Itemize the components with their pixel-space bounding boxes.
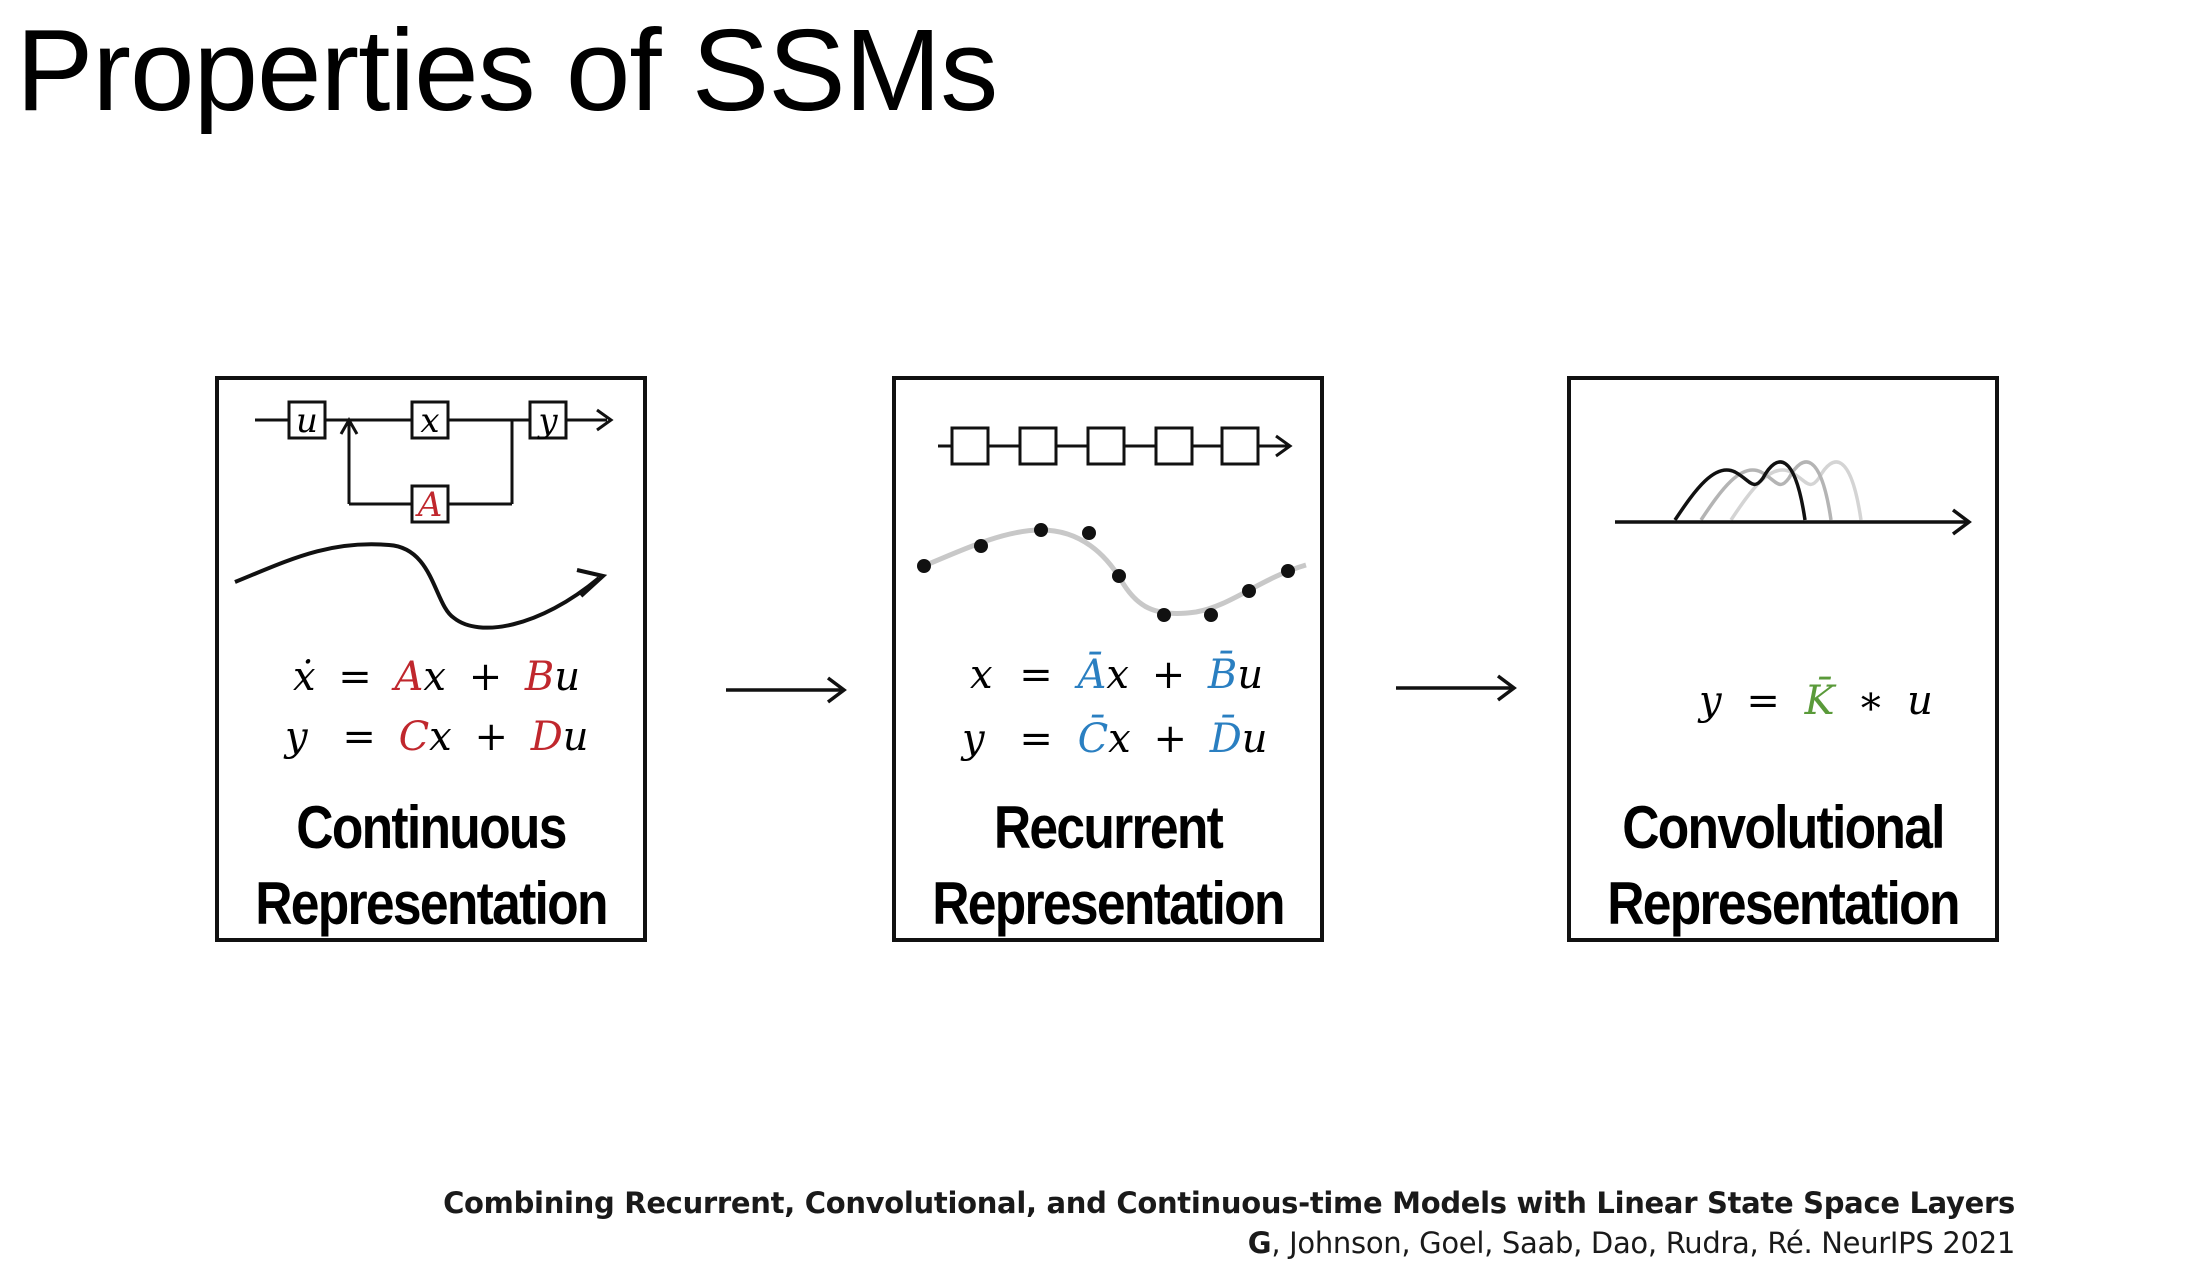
block-y-label: y <box>536 401 558 441</box>
eq2: y = C̄x + D̄u <box>960 715 1268 762</box>
citation-author-list: , Johnson, Goel, Saab, Dao, Rudra, Ré. N… <box>1271 1226 2015 1260</box>
conv-equation: y = K̄ ∗ u <box>1697 677 1933 724</box>
eq2: y = Cx + Du <box>283 714 589 760</box>
right-arrow-icon <box>1396 674 1517 702</box>
convolutional-label: Convolutional Representation <box>1607 794 1960 937</box>
signal-arrowhead <box>576 568 608 598</box>
block-labels: u x y A <box>296 401 558 525</box>
continuous-signal-curve <box>234 542 601 630</box>
kernel-shift-1 <box>1673 460 1807 521</box>
eq1: ẋ = Ax + Bu <box>293 654 580 700</box>
recurrent-panel: x = Āx + B̄u y = C̄x + D̄u Recurrent Rep… <box>892 376 1324 942</box>
citation-first-author: G <box>1247 1226 1272 1260</box>
state-chain <box>938 426 1293 466</box>
block-u-label: u <box>296 401 318 441</box>
continuous-diagram: u x y A ẋ = Ax + Bu y = Cx + Du <box>234 400 614 760</box>
block-x-label: x <box>420 401 439 441</box>
slide-title: Properties of SSMs <box>16 5 998 135</box>
recurrent-equations: x = Āx + B̄u y = C̄x + D̄u <box>960 651 1268 762</box>
recurrent-label: Recurrent Representation <box>932 794 1285 937</box>
eq1: x = Āx + B̄u <box>970 651 1263 698</box>
kernel-shift-2 <box>1699 460 1833 521</box>
convolutional-diagram: y = K̄ ∗ u <box>1615 460 1972 724</box>
citation-title: Combining Recurrent, Convolutional, and … <box>443 1186 2015 1220</box>
block-diagram <box>255 400 614 524</box>
continuous-label: Continuous Representation <box>255 794 608 937</box>
convolutional-panel: y = K̄ ∗ u Convolutional Representation <box>1567 376 1999 942</box>
recurrent-diagram: x = Āx + B̄u y = C̄x + D̄u <box>917 426 1307 762</box>
block-y <box>528 400 568 440</box>
citation-authors: G, Johnson, Goel, Saab, Dao, Rudra, Ré. … <box>1247 1226 2016 1260</box>
sample-points <box>917 523 1295 622</box>
block-A-label: A <box>415 485 443 525</box>
right-arrow-icon <box>726 676 847 704</box>
continuous-panel: u x y A ẋ = Ax + Bu y = Cx + Du <box>215 376 647 942</box>
continuous-equations: ẋ = Ax + Bu y = Cx + Du <box>283 654 589 760</box>
